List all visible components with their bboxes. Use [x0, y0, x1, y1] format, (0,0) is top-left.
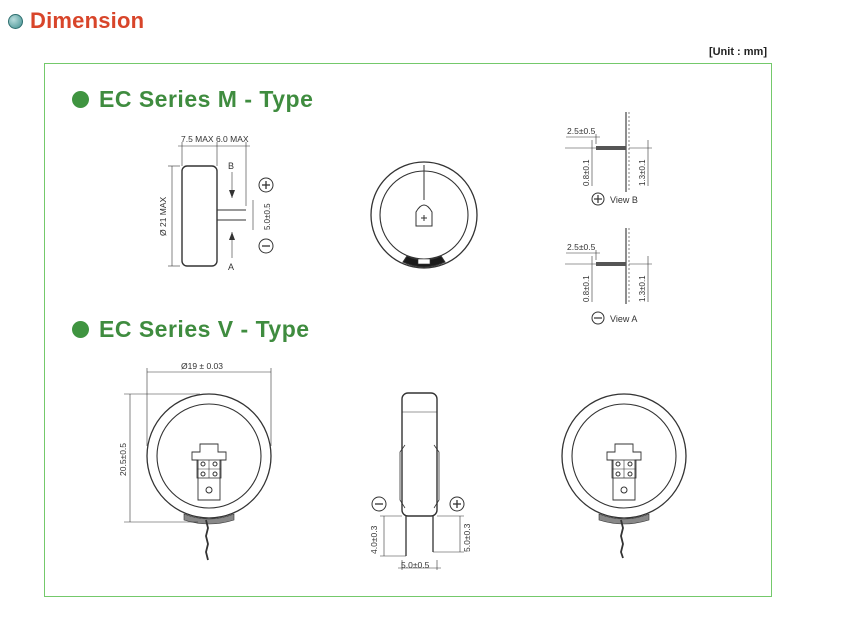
m-lead-dimension: 5.0±0.5 [263, 203, 272, 230]
view-a-top-dimension: 2.5±0.5 [567, 242, 596, 252]
v-negative-lead-dimension: 4.0±0.3 [369, 525, 379, 554]
m-type-side-drawing [168, 142, 274, 267]
view-b-right-dimension: 1.3±0.1 [638, 159, 647, 186]
view-a-drawing [565, 228, 652, 325]
page-title: Dimension [30, 8, 145, 33]
v-pitch-dimension: 5.0±0.5 [401, 560, 430, 570]
section-bullet-icon [72, 91, 89, 108]
view-a-caption: View A [610, 314, 637, 324]
view-b-caption: View B [610, 195, 638, 205]
view-a-left-dimension: 0.8±0.1 [582, 275, 591, 302]
m-label-a: A [228, 262, 234, 272]
m-label-b: B [228, 161, 234, 171]
view-b-top-dimension: 2.5±0.5 [567, 126, 596, 136]
bullet-icon [8, 13, 23, 29]
v-positive-lead-dimension: 5.0±0.3 [462, 523, 472, 552]
unit-label: [Unit : mm] [708, 46, 767, 58]
section-m-type: EC Series M - Type [72, 86, 313, 113]
m-top-dimension: 7.5 MAX 6.0 MAX [181, 134, 249, 144]
v-type-side-drawing [371, 392, 465, 570]
v-diameter-dimension: Ø19 ± 0.03 [181, 361, 223, 371]
m-diameter-dimension: Ø 21 MAX [158, 196, 168, 236]
m-type-front-drawing [370, 161, 478, 269]
section-bullet-icon [72, 321, 89, 338]
v-height-dimension: 20.5±0.5 [118, 443, 128, 476]
section-v-title: EC Series V - Type [99, 316, 310, 342]
view-a-right-dimension: 1.3±0.1 [638, 275, 647, 302]
header: Dimension [8, 8, 144, 34]
view-b-left-dimension: 0.8±0.1 [582, 159, 591, 186]
v-type-back-drawing [561, 393, 687, 559]
v-type-front-drawing [124, 368, 272, 561]
section-v-type: EC Series V - Type [72, 316, 310, 343]
dimension-frame [44, 63, 772, 597]
view-b-drawing [565, 112, 652, 206]
section-m-title: EC Series M - Type [99, 86, 314, 112]
